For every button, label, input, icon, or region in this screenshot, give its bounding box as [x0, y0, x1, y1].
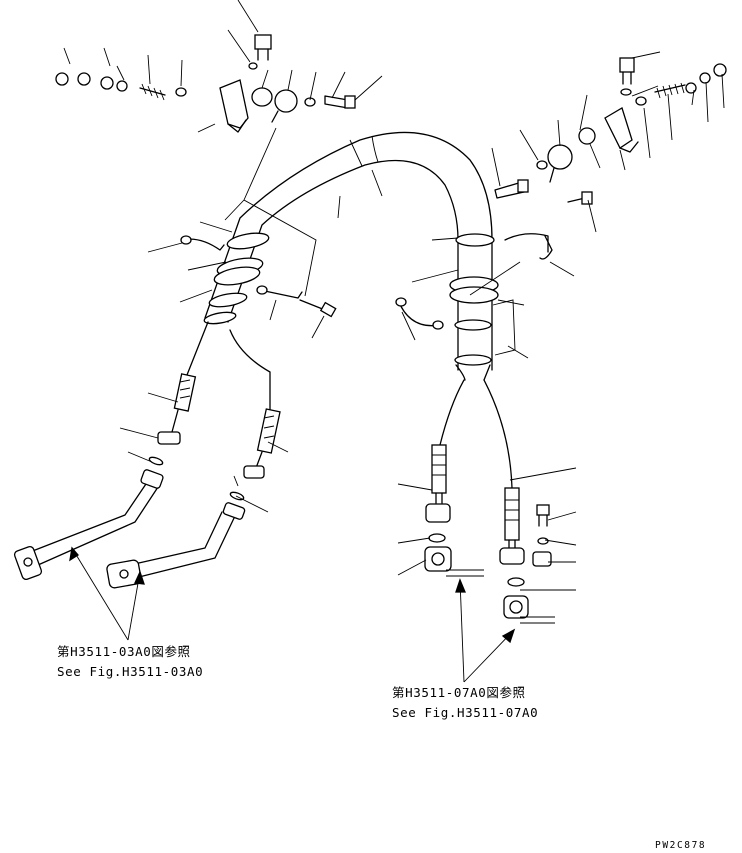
clamp-right	[395, 233, 553, 356]
reference-arrows	[69, 546, 516, 683]
left-hoses	[148, 321, 281, 501]
hardware-top-left	[55, 34, 356, 133]
hardware-top-right	[494, 57, 727, 205]
reference-2-english: See Fig.H3511-07A0	[392, 705, 538, 720]
reference-note-1: 第H3511-03A0図参照 See Fig.H3511-03A0	[57, 644, 203, 679]
clamp-left	[180, 235, 337, 318]
reference-2-japanese: 第H3511-07A0図参照	[392, 685, 526, 700]
drawing-code: PW2C878	[655, 840, 706, 851]
reference-1-english: See Fig.H3511-03A0	[57, 664, 203, 679]
left-pipes	[13, 469, 246, 589]
reference-1-japanese: 第H3511-03A0図参照	[57, 644, 191, 659]
reference-note-2: 第H3511-07A0図参照 See Fig.H3511-07A0	[392, 685, 538, 720]
main-hose	[203, 131, 499, 381]
right-hoses	[424, 379, 552, 619]
leader-lines	[63, 0, 725, 624]
